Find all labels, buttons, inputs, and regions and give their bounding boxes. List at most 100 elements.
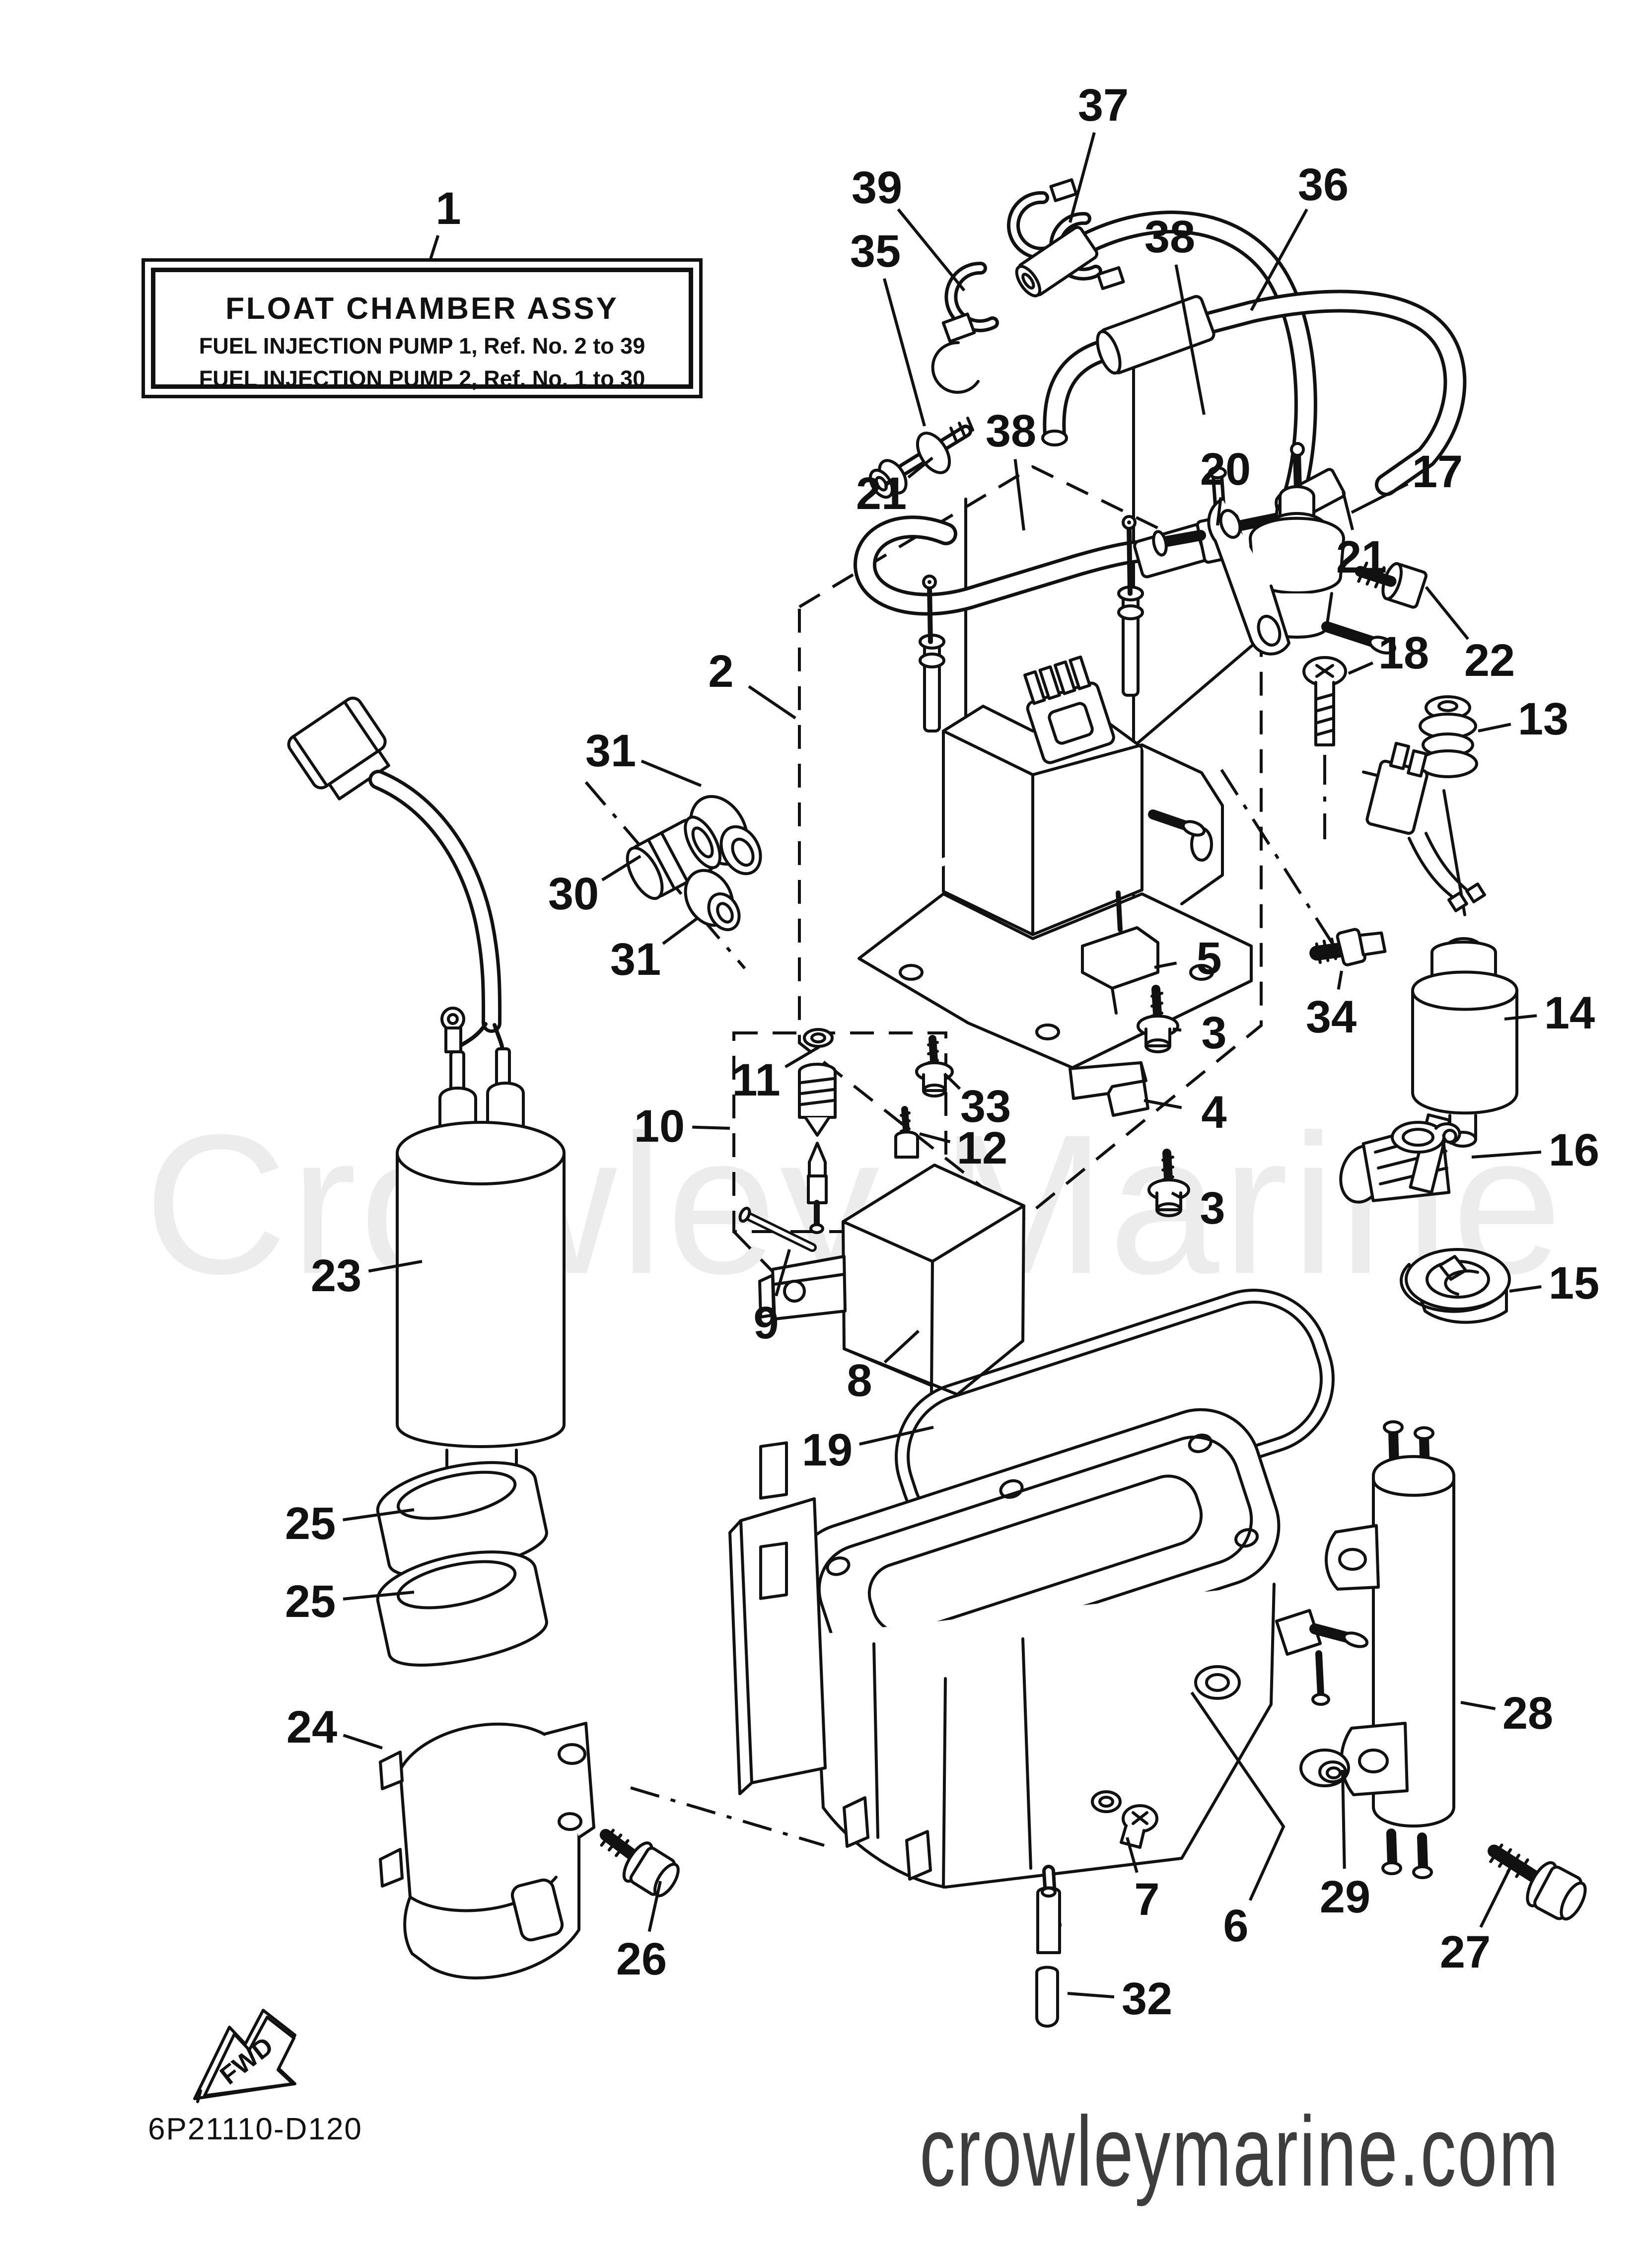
callout-label-38b: 38 [986, 406, 1036, 456]
part-4-clip [1069, 1061, 1149, 1117]
callout-leader-36 [1250, 209, 1308, 311]
part-14-fuel-pump [1361, 741, 1518, 1148]
callout-leader-27 [1479, 1866, 1512, 1928]
callout-leader-18 [1348, 661, 1374, 675]
part-33-screw [915, 1035, 954, 1097]
part-31-grommet-lower [684, 869, 741, 932]
callout-label-16: 16 [1549, 1125, 1599, 1175]
part-24-holder-bracket [379, 1722, 595, 1980]
part-8-float [758, 1164, 1025, 1396]
callout-leader-23 [368, 1260, 423, 1273]
callout-label-19: 19 [802, 1425, 853, 1475]
callout-label-9: 9 [753, 1298, 779, 1348]
part-39-clamp [931, 261, 999, 394]
callout-leader-3a [1172, 1027, 1182, 1032]
callout-label-17: 17 [1412, 446, 1463, 497]
part-25-damper-ring-lower [376, 1550, 548, 1667]
callout-leader-39 [897, 208, 966, 292]
callout-label-32: 32 [1122, 1974, 1172, 2024]
part-13-damper [1418, 695, 1478, 778]
callout-label-6: 6 [1223, 1901, 1248, 1951]
title-box: FLOAT CHAMBER ASSY FUEL INJECTION PUMP 1… [142, 258, 703, 398]
callout-leader-37 [1069, 132, 1096, 223]
part-17-pressure-regulator [1207, 442, 1396, 656]
part-29-grommet [1299, 1749, 1350, 1787]
callout-leader-11 [785, 1045, 820, 1068]
callout-leader-34 [1337, 970, 1343, 990]
callout-label-14: 14 [1544, 988, 1595, 1038]
callout-leader-25a [343, 1508, 415, 1522]
part-18-screw [1302, 656, 1347, 746]
callout-leader-22 [1425, 586, 1470, 640]
callout-label-11: 11 [732, 1055, 780, 1105]
site-name: crowleymarine.com [920, 2096, 1560, 2207]
part-23-fuel-pump [287, 696, 566, 1537]
part-6-float-chamber-body [728, 1408, 1369, 1932]
part-35-bolt [868, 417, 974, 499]
callout-leader-38b [1013, 459, 1025, 531]
callout-label-30: 30 [548, 869, 599, 919]
callout-leader-32 [1067, 1992, 1115, 1999]
callout-label-24: 24 [286, 1702, 337, 1753]
callout-label-23: 23 [311, 1250, 361, 1301]
callout-leader-12 [919, 1132, 951, 1144]
callout-label-31b: 31 [610, 934, 661, 985]
callout-label-20: 20 [1200, 444, 1251, 495]
callout-label-4: 4 [1201, 1087, 1226, 1138]
callout-label-34: 34 [1306, 992, 1356, 1042]
callout-leader-3b [1171, 1191, 1183, 1200]
part-3-bolt-upper [1137, 985, 1179, 1053]
callout-label-8: 8 [847, 1355, 872, 1406]
callout-leader-31b [662, 916, 699, 945]
callout-leader-8 [883, 1329, 920, 1364]
callout-label-39: 39 [852, 162, 902, 213]
part-28-cooler [1325, 1420, 1455, 1879]
callout-leader-26 [647, 1881, 662, 1932]
callout-leader-15 [1509, 1285, 1542, 1293]
callout-label-28: 28 [1502, 1688, 1553, 1739]
part-27-bolt [1488, 1843, 1587, 1921]
callout-label-7: 7 [1134, 1874, 1159, 1925]
callout-label-10: 10 [634, 1101, 685, 1152]
callout-leader-30 [601, 855, 642, 881]
callout-leader-21a [907, 456, 933, 479]
part-12-screw [894, 1106, 919, 1159]
callout-label-5: 5 [1196, 933, 1221, 984]
callout-leader-7 [1126, 1837, 1139, 1873]
callout-label-21b: 21 [1336, 532, 1387, 583]
callout-label-1: 1 [435, 183, 461, 234]
callout-leader-4 [1143, 1099, 1182, 1109]
callout-label-35: 35 [850, 226, 901, 277]
callout-leader-14 [1504, 1014, 1537, 1021]
part-10-needle-valve [798, 1063, 837, 1234]
part-5-bracket [1081, 890, 1159, 1015]
assembly-outline-2-dashed [798, 465, 1263, 1221]
callout-leader-29 [1341, 1769, 1346, 1869]
part-32-pipe [1035, 1886, 1061, 2028]
callout-label-12: 12 [957, 1123, 1007, 1173]
callout-leader-31a [641, 759, 702, 787]
title-box-line-1: FUEL INJECTION PUMP 1, Ref. No. 2 to 39 [199, 333, 645, 359]
callout-label-38a: 38 [1144, 212, 1195, 262]
callout-leader-9 [775, 1249, 791, 1297]
callout-label-33: 33 [960, 1081, 1011, 1132]
callout-leader-28 [1460, 1701, 1496, 1710]
title-box-line-2: FUEL INJECTION PUMP 2, Ref. No. 1 to 30 [199, 366, 645, 391]
callout-label-36: 36 [1298, 159, 1349, 210]
callout-leader-25b [343, 1591, 415, 1601]
callout-label-21a: 21 [856, 468, 907, 519]
fwd-arrow: FWD [193, 2009, 296, 2103]
part-36-hose [1015, 211, 1317, 503]
part-16-filter [1339, 1113, 1461, 1204]
callout-label-15: 15 [1549, 1258, 1599, 1309]
callout-leader-16 [1471, 1150, 1542, 1159]
callout-label-22: 22 [1464, 635, 1515, 686]
drawing-code: 6P21110-D120 [148, 2112, 362, 2146]
callout-label-27: 27 [1440, 1927, 1491, 1977]
callout-label-25b: 25 [285, 1576, 336, 1627]
callout-leader-19 [859, 1426, 934, 1446]
callout-label-31a: 31 [585, 726, 636, 776]
